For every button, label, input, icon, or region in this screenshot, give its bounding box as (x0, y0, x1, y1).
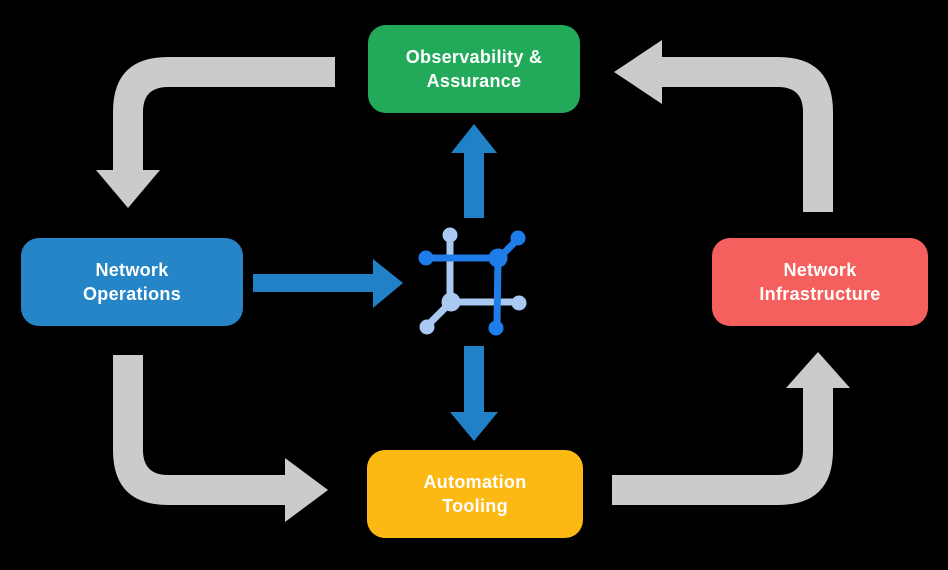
box-network-operations: Network Operations (21, 238, 243, 326)
icon-node-upper-right (510, 230, 526, 246)
arrow-platform-to-observability (451, 124, 497, 218)
box-observability-label-line1: Observability & (405, 47, 543, 67)
icon-node-right (511, 295, 527, 311)
box-network-infrastructure: Network Infrastructure (712, 238, 928, 326)
icon-node-bottom (488, 320, 504, 336)
box-automation-tooling: Automation Tooling (367, 450, 583, 538)
arrow-observability-to-operations (96, 57, 335, 208)
network-platform-icon (418, 227, 527, 336)
arrow-automation-to-infrastructure (612, 352, 850, 505)
box-operations-label-line1: Network (95, 260, 169, 280)
box-automation-label-line2: Tooling (442, 496, 508, 516)
icon-right-edge (493, 257, 502, 324)
arrow-operations-to-automation (113, 355, 328, 522)
box-observability-assurance: Observability & Assurance (368, 25, 580, 113)
box-automation-label-line1: Automation (423, 472, 527, 492)
icon-corner-top-right (488, 248, 508, 268)
icon-corner-bottom-left (441, 292, 461, 312)
box-observability-label-line2: Assurance (426, 71, 522, 91)
icon-node-lower-left (419, 319, 435, 335)
box-infrastructure-label-line1: Network (783, 260, 857, 280)
box-operations-label-line2: Operations (82, 284, 182, 304)
box-infrastructure-label-line2: Infrastructure (759, 284, 881, 304)
icon-node-left (418, 250, 434, 266)
icon-node-top (442, 227, 458, 243)
arrow-operations-to-platform (253, 259, 403, 308)
arrow-infrastructure-to-observability (614, 40, 833, 212)
arrow-platform-to-automation (450, 346, 498, 441)
